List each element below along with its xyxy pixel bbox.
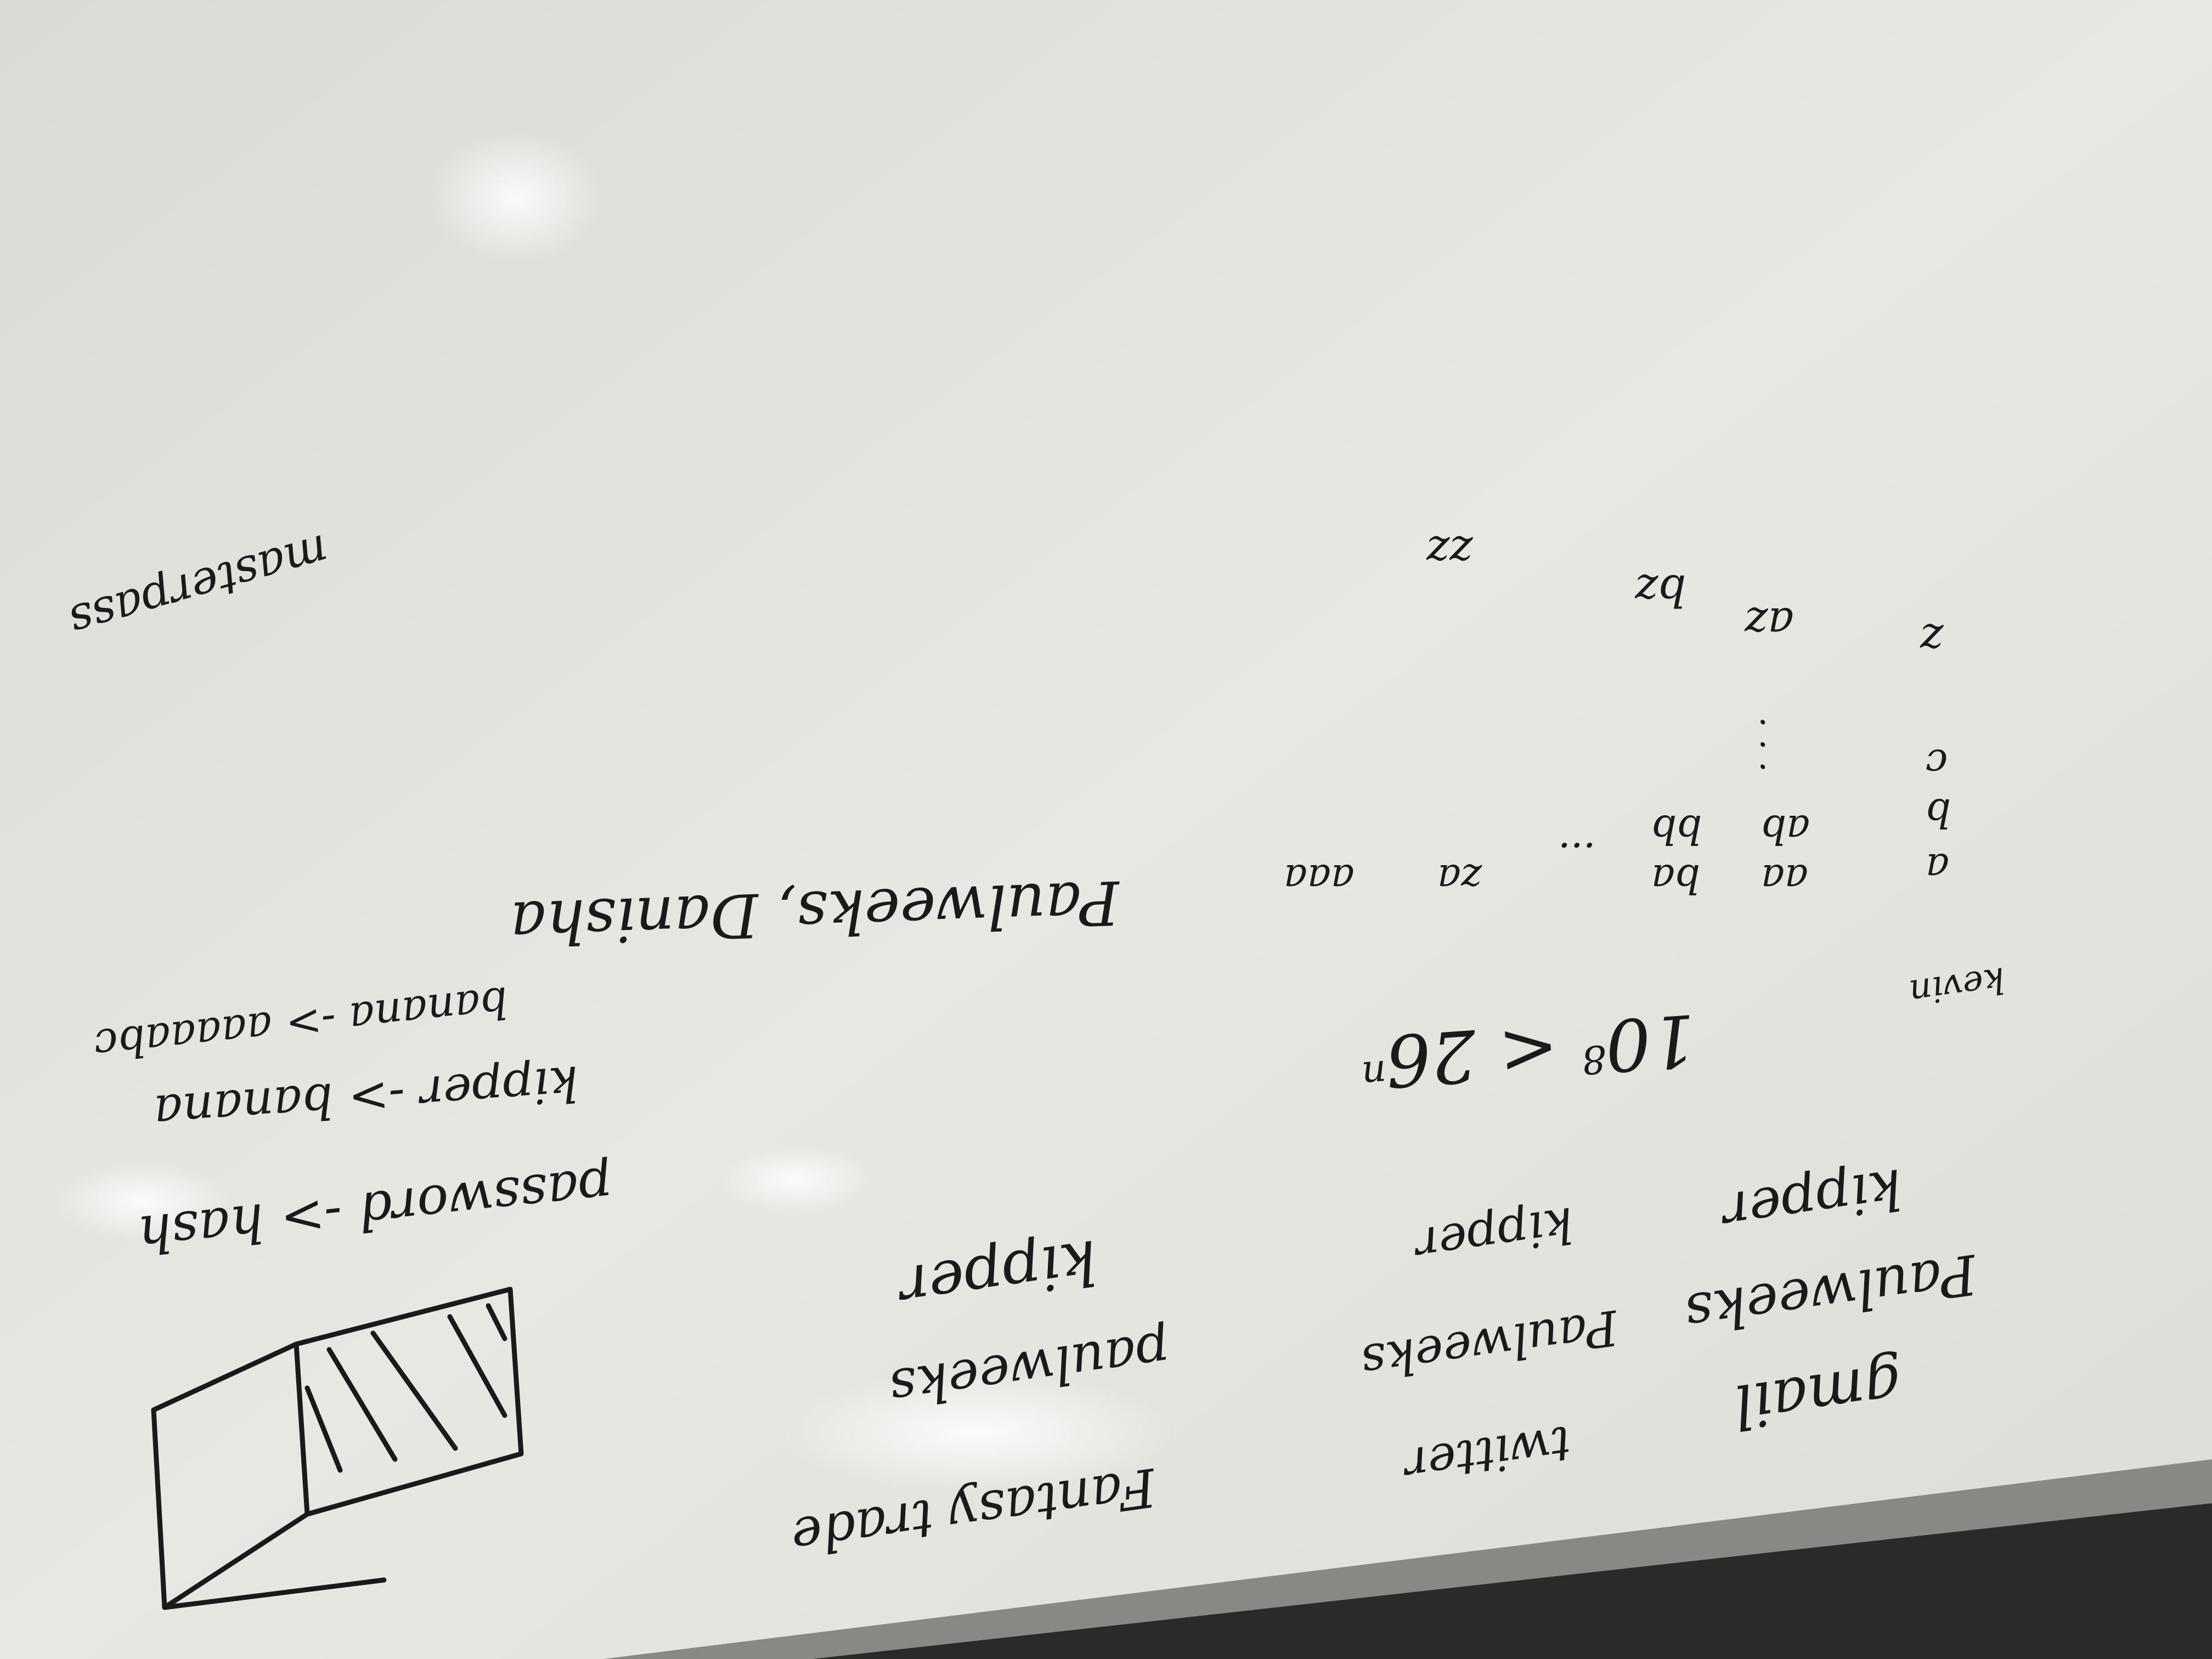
note-ab: ab xyxy=(1761,806,1810,853)
glare-reflection xyxy=(428,132,603,263)
note-c: c xyxy=(1926,741,1948,787)
note-bb: bb xyxy=(1651,806,1702,853)
note-vertical-dots: . . . xyxy=(1752,716,1793,772)
math-exponent: 8 xyxy=(1580,1036,1608,1083)
note-az: az xyxy=(1745,598,1794,649)
note-za: za xyxy=(1437,856,1482,902)
note-ellipsis: ... xyxy=(1558,834,1596,880)
note-aaa: aaa xyxy=(1284,856,1355,902)
note-bz: bz xyxy=(1635,565,1686,616)
math-base: 10 xyxy=(1602,997,1699,1088)
math-rhs-exponent: n xyxy=(1360,1051,1389,1098)
glare-reflection xyxy=(719,1147,872,1212)
note-zz: zz xyxy=(1426,527,1473,578)
note-z: z xyxy=(1920,614,1944,665)
glare-reflection xyxy=(779,1372,1174,1492)
whiteboard-frame-shadow xyxy=(812,1503,2212,1659)
glare-reflection xyxy=(55,1163,230,1240)
note-b: b xyxy=(1926,790,1951,836)
math-relation: < xyxy=(1496,1007,1561,1095)
whiteboard-tray xyxy=(603,1459,2212,1659)
sketched-box-drawing xyxy=(151,1286,524,1610)
note-ba: ba xyxy=(1651,856,1701,902)
note-a: a xyxy=(1926,845,1949,891)
math-rhs: 26 xyxy=(1383,1013,1480,1103)
note-aa: aa xyxy=(1761,856,1808,902)
